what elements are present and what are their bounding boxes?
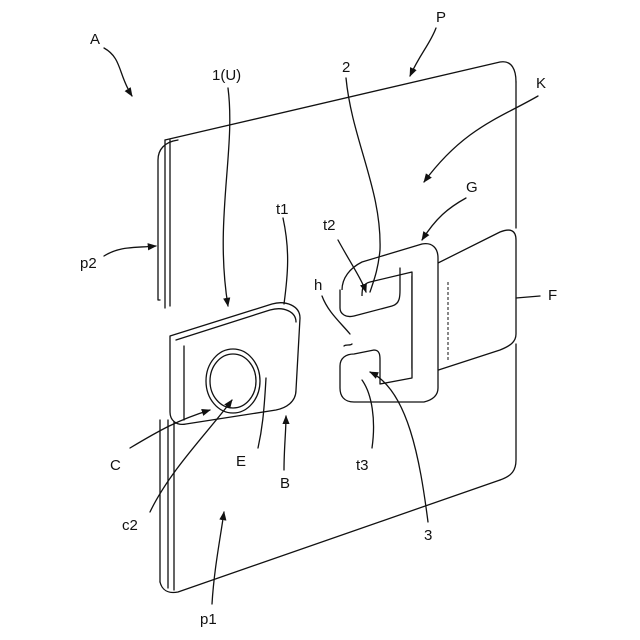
label-E: E: [236, 453, 246, 470]
label-K: K: [536, 75, 546, 92]
label-B: B: [280, 475, 290, 492]
label-C: C: [110, 457, 121, 474]
hook-G: [340, 244, 438, 402]
label-G: G: [466, 179, 478, 196]
label-F: F: [548, 287, 557, 304]
label-P: P: [436, 9, 446, 26]
label-t1: t1: [276, 201, 289, 218]
label-h: h: [314, 277, 322, 294]
label-A: A: [90, 31, 100, 48]
label-2: 2: [342, 59, 350, 76]
label-t2: t2: [323, 217, 336, 234]
button-C: [206, 349, 260, 413]
label-1U: 1(U): [212, 67, 241, 84]
label-t3: t3: [356, 457, 369, 474]
label-p1: p1: [200, 611, 217, 628]
label-c2: c2: [122, 517, 138, 534]
label-3: 3: [424, 527, 432, 544]
label-p2: p2: [80, 255, 97, 272]
